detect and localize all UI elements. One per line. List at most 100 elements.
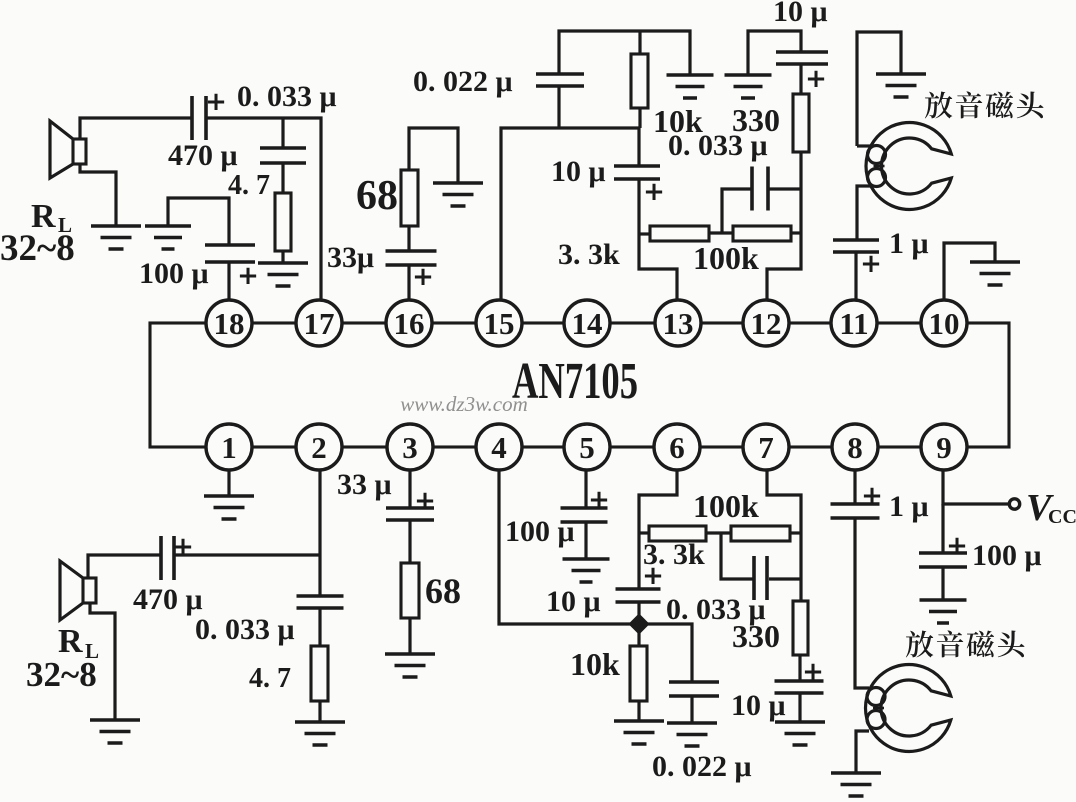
pin-number: 11 <box>839 306 868 341</box>
wire-cap470b-to-speaker <box>86 553 161 578</box>
plus-mark-6: + <box>172 532 194 562</box>
ic-pin-top-15: 15 <box>474 298 524 348</box>
ground-zobel-top <box>258 261 308 288</box>
ic-pin-bottom-6: 6 <box>652 422 702 472</box>
ground-rail-top <box>666 73 714 100</box>
pin-number: 15 <box>484 306 515 341</box>
pin-number: 16 <box>394 306 425 341</box>
ground-cap100-pin5 <box>562 557 610 584</box>
label-vcc-v: V <box>1026 487 1054 529</box>
label-cap10u-330-bottom: 10 μ <box>731 689 786 722</box>
ic-pin-bottom-1: 1 <box>204 422 254 472</box>
label-cap470-top: 470 μ <box>168 139 238 172</box>
capacitor-470u-top <box>190 96 208 140</box>
resistor-330-top <box>791 92 811 154</box>
capacitor-100u-pin18 <box>205 243 255 264</box>
wire-head-top-lead-dn <box>855 184 870 240</box>
ground-speaker-top <box>91 224 141 251</box>
ground-cap10u-topright <box>724 73 772 100</box>
wire-cap10u-p13-to-pin13 <box>637 179 679 301</box>
ground-cap10u-330-bottom <box>775 720 825 747</box>
ic-pin-bottom-3: 3 <box>385 422 435 472</box>
label-res68-bottom: 68 <box>425 571 461 611</box>
wires <box>78 29 1022 773</box>
labels: 470 μ 0. 033 μ 4. 7 100 μ 33μ 68 0. 022 … <box>0 0 1076 783</box>
plus-mark-11: + <box>861 481 883 511</box>
resistor-3.3k-bottom <box>647 524 708 543</box>
pin-number: 10 <box>929 306 960 341</box>
wire-speaker-bot-gnd <box>88 603 117 720</box>
label-cap100-top: 100 μ <box>139 257 209 290</box>
resistor-10k-top <box>629 52 650 110</box>
label-cap470-bottom: 470 μ <box>133 583 203 616</box>
ic-pin-bottom-9: 9 <box>919 422 969 472</box>
plus-mark-9: + <box>642 561 664 591</box>
label-res68-top: 68 <box>356 173 398 219</box>
label-speaker-r-sub-top: L <box>58 213 72 237</box>
speaker-top <box>48 117 88 181</box>
ground-cap100-pin9 <box>919 598 967 625</box>
wire-speaker-top-to-cap470 <box>78 116 192 139</box>
wire-cap0033-tr-left <box>720 187 752 233</box>
wire-cap100-top-gnd <box>166 196 231 245</box>
pin-number: 6 <box>669 430 685 465</box>
wire-res330-top-chain <box>765 152 803 301</box>
label-cap33-pin3: 33 μ <box>337 468 392 501</box>
capacitor-33u-pin16 <box>385 249 437 267</box>
ic-pin-top-18: 18 <box>204 298 254 348</box>
wire-dot-to-cap0022 <box>639 622 694 682</box>
label-head-top <box>924 91 1044 119</box>
ic-pin-bottom-5: 5 <box>562 422 612 472</box>
pin-number: 9 <box>936 430 952 465</box>
wire-head-bot-gnd <box>854 729 869 773</box>
capacitor-1u-pin8 <box>830 502 880 520</box>
resistor-4.7-top <box>273 191 293 253</box>
capacitor-100u-pin5 <box>560 506 608 524</box>
resistor-3.3k-top <box>648 224 711 243</box>
plus-mark-2: + <box>412 262 434 292</box>
speaker-bottom <box>58 557 98 624</box>
capacitor-0.033u-topright <box>750 166 770 211</box>
label-res47-top: 4. 7 <box>228 170 270 201</box>
label-cap10u-topright: 10 μ <box>773 0 828 28</box>
ic-pin-bottom-8: 8 <box>830 422 880 472</box>
pin-number: 17 <box>304 306 335 341</box>
label-cap0033-topright: 0. 033 μ <box>668 129 768 162</box>
label-res100k-bottom: 100k <box>693 488 759 524</box>
tape-head-top <box>864 120 954 212</box>
label-cap0022-bottom: 0. 022 μ <box>652 750 752 783</box>
wire-head-top-gnd <box>855 30 903 146</box>
wire-cap1u-p8-to-head <box>853 518 869 690</box>
ground-pin1 <box>204 494 254 521</box>
label-res330-top: 330 <box>732 102 780 138</box>
plus-mark-4: + <box>805 64 827 94</box>
resistor-100k-bottom <box>729 524 792 543</box>
ic-pin-top-10: 10 <box>919 298 969 348</box>
pin-number: 12 <box>751 306 782 341</box>
label-cap10u-pin13: 10 μ <box>551 155 606 188</box>
wire-pin6-chain <box>637 469 679 589</box>
wire-pin10-gnd <box>942 241 997 301</box>
plus-mark-8: + <box>588 485 610 515</box>
junction-dot <box>628 613 650 635</box>
capacitor-10u-330-bottom <box>774 679 824 695</box>
label-speaker-r-top: R <box>31 198 56 235</box>
resistor-330-bottom <box>791 599 810 657</box>
components <box>48 50 1020 798</box>
wire-speaker-top-gnd <box>78 164 118 226</box>
label-head-bottom <box>905 630 1025 658</box>
pin-number: 8 <box>847 430 863 465</box>
pin-number: 4 <box>491 430 507 465</box>
ground-res68-top <box>433 181 483 208</box>
label-cap1u-pin11: 1 μ <box>889 227 929 260</box>
capacitor-0.022u-bottom <box>669 680 719 698</box>
capacitor-0.033u-zobel-bottom <box>296 594 344 610</box>
ground-cap100-top <box>145 224 191 251</box>
label-cap1u-pin8: 1 μ <box>889 490 929 523</box>
label-res33k-bottom: 3. 3k <box>643 538 705 571</box>
capacitor-100u-pin9 <box>919 551 967 569</box>
resistor-68-top <box>399 168 420 228</box>
wire-pin15-riser <box>499 126 639 301</box>
vcc-terminal <box>1007 497 1022 511</box>
